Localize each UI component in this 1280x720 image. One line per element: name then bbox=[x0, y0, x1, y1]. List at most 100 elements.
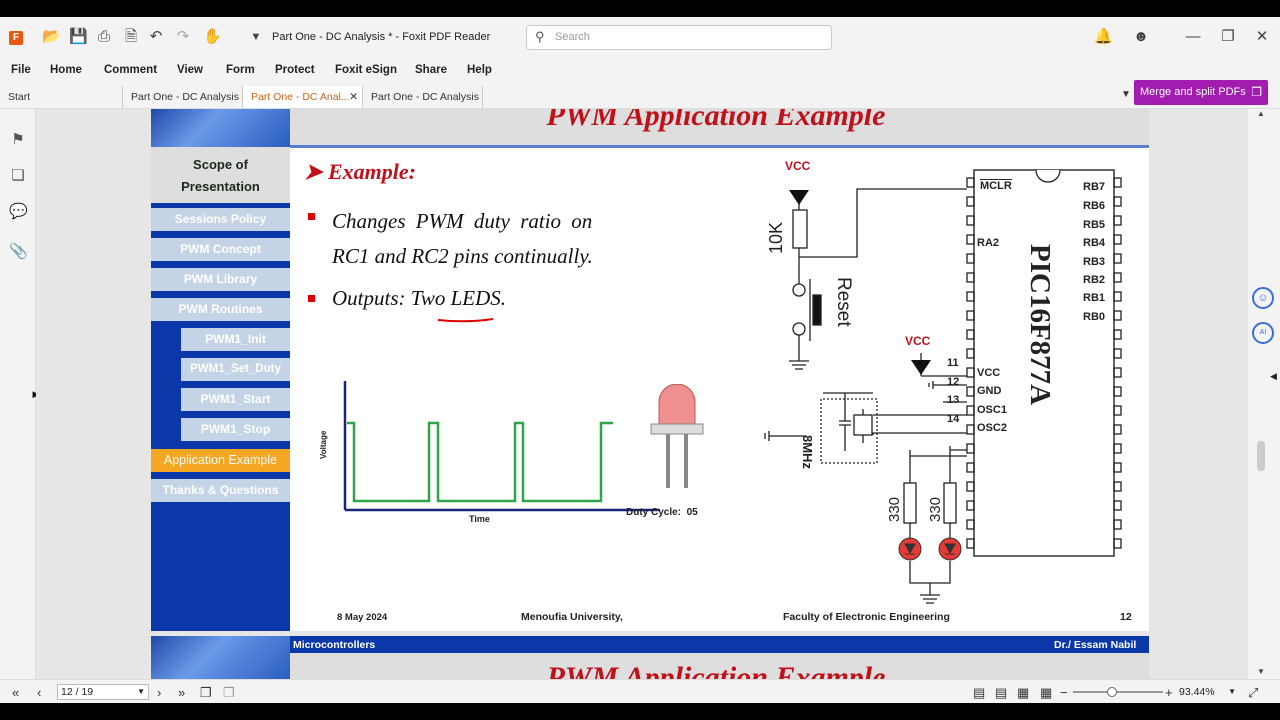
example-heading: ➤ Example: bbox=[304, 159, 416, 184]
ai-chat-icon[interactable]: AI bbox=[1252, 322, 1274, 344]
tab-doc-1[interactable]: Part One - DC Analysis * bbox=[123, 86, 243, 125]
single-page-icon[interactable]: ▤ bbox=[973, 685, 986, 700]
document-view[interactable]: PWM Application Example Scope of Present… bbox=[36, 109, 1254, 679]
copy-page-icon[interactable]: ❐ bbox=[200, 685, 212, 700]
fullscreen-icon[interactable]: ⤢ bbox=[1248, 685, 1259, 700]
menu-file[interactable]: File bbox=[11, 64, 31, 76]
next-page-icon[interactable]: › bbox=[157, 685, 162, 700]
crystal-label: 8MHz bbox=[800, 435, 815, 469]
search-box[interactable]: ⚲ Search bbox=[526, 25, 832, 50]
vertical-scrollbar-thumb[interactable] bbox=[1257, 441, 1265, 471]
customize-dropdown-icon[interactable]: ▼ bbox=[250, 31, 262, 43]
pin-rb7: RB7 bbox=[1083, 181, 1106, 193]
slide-title: PWM Application Example bbox=[546, 109, 886, 132]
attachment-icon[interactable]: 📎 bbox=[9, 243, 28, 260]
undo-icon[interactable]: ↶ bbox=[149, 28, 163, 45]
export-icon[interactable]: 🗎 bbox=[124, 28, 138, 45]
example-heading-text: Example: bbox=[327, 159, 416, 184]
scroll-up-arrow[interactable]: ▲ bbox=[1257, 109, 1265, 118]
hand-tool-icon[interactable]: ✋ bbox=[203, 28, 222, 45]
page-number-field[interactable]: 12 / 19 ▼ bbox=[57, 684, 149, 700]
expand-panel-arrow-icon[interactable]: ▶ bbox=[32, 385, 40, 403]
scroll-down-arrow[interactable]: ▼ bbox=[1257, 667, 1265, 676]
menu-view[interactable]: View bbox=[177, 64, 203, 76]
continuous-page-icon[interactable]: ▤ bbox=[995, 685, 1008, 700]
nav-thanks-questions: Thanks & Questions bbox=[151, 479, 290, 502]
zoom-slider[interactable] bbox=[1073, 687, 1163, 697]
menu-home[interactable]: Home bbox=[50, 64, 82, 76]
nav-pwm-library: PWM Library bbox=[151, 268, 290, 291]
tab-start[interactable]: Start bbox=[0, 86, 123, 108]
pin-rb1: RB1 bbox=[1083, 292, 1106, 304]
pages-thumbnail-icon[interactable]: ❏ bbox=[11, 167, 25, 184]
menu-comment[interactable]: Comment bbox=[104, 64, 158, 76]
tab-label: Start bbox=[8, 91, 31, 103]
menu-help[interactable]: Help bbox=[467, 64, 492, 76]
tab-doc-2-active[interactable]: Part One - DC Anal...✕ bbox=[243, 86, 363, 108]
zoom-level-value: 93.44% bbox=[1179, 686, 1215, 698]
next-page-header-strip bbox=[290, 653, 1149, 679]
app-logo-icon: F bbox=[9, 31, 23, 45]
bullet-marker bbox=[308, 295, 315, 302]
bullet-1-line-1: Changes PWM duty ratio on bbox=[332, 209, 593, 233]
redo-icon[interactable]: ↷ bbox=[176, 28, 190, 45]
minimize-icon[interactable]: — bbox=[1185, 28, 1201, 45]
menu-foxit-esign[interactable]: Foxit eSign bbox=[335, 64, 397, 76]
tab-close-icon[interactable]: ✕ bbox=[349, 91, 358, 103]
last-page-icon[interactable]: » bbox=[178, 685, 186, 700]
zoom-dropdown-icon[interactable]: ▼ bbox=[1228, 687, 1236, 696]
menu-form[interactable]: Form bbox=[226, 64, 255, 76]
open-file-icon[interactable]: 📂 bbox=[42, 28, 61, 45]
led-illustration bbox=[650, 384, 704, 488]
ai-assistant-icon[interactable]: ☺ bbox=[1252, 287, 1274, 309]
zoom-slider-thumb[interactable] bbox=[1107, 687, 1117, 697]
bar-left-text: Microcontrollers bbox=[293, 639, 376, 651]
search-icon: ⚲ bbox=[535, 29, 545, 44]
notification-bell-icon[interactable]: 🔔 bbox=[1094, 28, 1113, 45]
tab-doc-3[interactable]: Part One - DC Analysis bbox=[363, 86, 483, 108]
merge-button-label: Merge and split PDFs bbox=[1140, 86, 1246, 98]
merge-split-button[interactable]: Merge and split PDFs ❐ bbox=[1134, 80, 1268, 105]
menu-bar: File Home Comment View Form Protect Foxi… bbox=[0, 57, 1280, 84]
first-page-icon[interactable]: « bbox=[12, 685, 20, 700]
nav-pwm1-stop: PWM1_Stop bbox=[181, 418, 290, 441]
nav-application-example-active: Application Example bbox=[151, 449, 290, 472]
reset-label: Reset bbox=[833, 277, 854, 327]
print-icon[interactable]: ⎙ bbox=[97, 28, 110, 45]
bullet-1: Changes PWM duty ratio on RC1 and RC2 pi… bbox=[332, 204, 593, 274]
collapse-panel-arrow-icon[interactable]: ◀ bbox=[1270, 371, 1277, 381]
two-page-icon[interactable]: ▦ bbox=[1017, 685, 1030, 700]
tab-list-dropdown-icon[interactable]: ▼ bbox=[1121, 89, 1131, 100]
nav-sessions-policy: Sessions Policy bbox=[151, 208, 290, 231]
menu-share[interactable]: Share bbox=[415, 64, 447, 76]
pin-rb3: RB3 bbox=[1083, 256, 1106, 268]
previous-page-icon[interactable]: ‹ bbox=[37, 685, 42, 700]
resistor-10k-label: 10K bbox=[766, 221, 786, 254]
account-icon[interactable]: ☻ bbox=[1133, 28, 1149, 45]
menu-protect[interactable]: Protect bbox=[275, 64, 315, 76]
page-dropdown-icon[interactable]: ▼ bbox=[137, 687, 145, 696]
resistor-330-label-2: 330 bbox=[927, 496, 944, 522]
pin-mclr: MCLR bbox=[980, 180, 1012, 192]
title-bar: F 📂 💾 ⎙ 🗎 ↶ ↷ ✋ ▼ Part One - DC Analysis… bbox=[0, 17, 1280, 57]
pwm-waveform-chart bbox=[343, 381, 660, 512]
zoom-level-field[interactable]: 93.44% ▼ bbox=[1176, 684, 1238, 700]
comments-icon[interactable]: 💬 bbox=[9, 203, 28, 220]
pin-num-12: 12 bbox=[947, 376, 960, 388]
save-icon[interactable]: 💾 bbox=[69, 28, 88, 45]
nav-pwm1-init: PWM1_Init bbox=[181, 328, 290, 351]
two-page-continuous-icon[interactable]: ▦ bbox=[1040, 685, 1053, 700]
maximize-icon[interactable]: ❐ bbox=[1221, 28, 1235, 45]
slide-nav-column: Scope of Presentation Sessions Policy PW… bbox=[151, 109, 290, 631]
bookmark-icon[interactable]: ⚑ bbox=[11, 131, 25, 148]
close-icon[interactable]: ✕ bbox=[1255, 28, 1269, 45]
chart-xlabel: Time bbox=[469, 514, 490, 524]
header-image bbox=[151, 636, 290, 679]
next-slide-title: PWM Application Example bbox=[546, 661, 886, 679]
fit-view-icon[interactable]: ❐ bbox=[223, 685, 235, 700]
window-title: Part One - DC Analysis * - Foxit PDF Rea… bbox=[272, 31, 491, 43]
tab-bar: Start Part One - DC Analysis * Part One … bbox=[0, 80, 1280, 125]
pin-name-osc2: OSC2 bbox=[977, 422, 1007, 434]
zoom-out-icon[interactable]: − bbox=[1060, 685, 1068, 700]
zoom-in-icon[interactable]: + bbox=[1165, 685, 1173, 700]
